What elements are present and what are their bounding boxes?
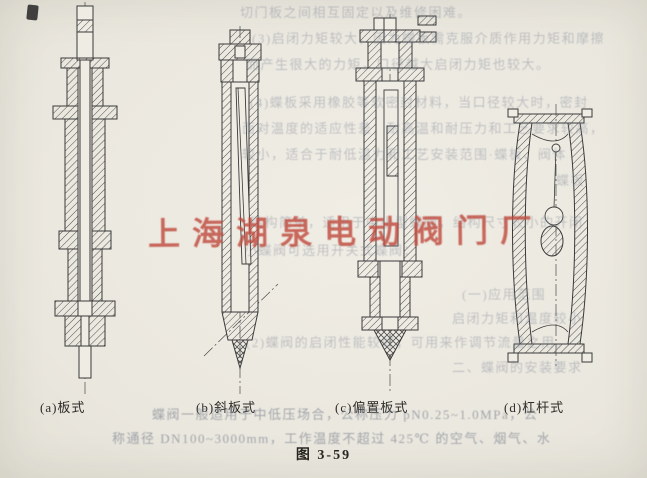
offset-plate [383,89,399,247]
drawing-lever-type [507,104,593,366]
valve-body-section [218,29,262,313]
valve-seat [221,311,259,370]
drawing-plate-type [52,2,118,394]
figure-label-b: (b)斜板式 [196,400,257,415]
ink-mark [26,4,39,21]
valve-stem [76,5,94,61]
drawing-offset-plate-type [355,14,437,394]
figure-label-c: (c)偏置板式 [335,400,409,415]
drawing-inclined-plate-type [203,26,279,394]
valve-body-section [507,108,593,363]
lower-body [357,260,423,362]
inclined-plate [235,87,252,265]
figure-label-a: (a)板式 [40,400,86,415]
lever-mechanism [540,143,564,257]
valve-body-section [52,57,118,379]
figure-caption: 图 3-59 [295,448,352,463]
figure-label-d: (d)杠杆式 [504,400,565,415]
